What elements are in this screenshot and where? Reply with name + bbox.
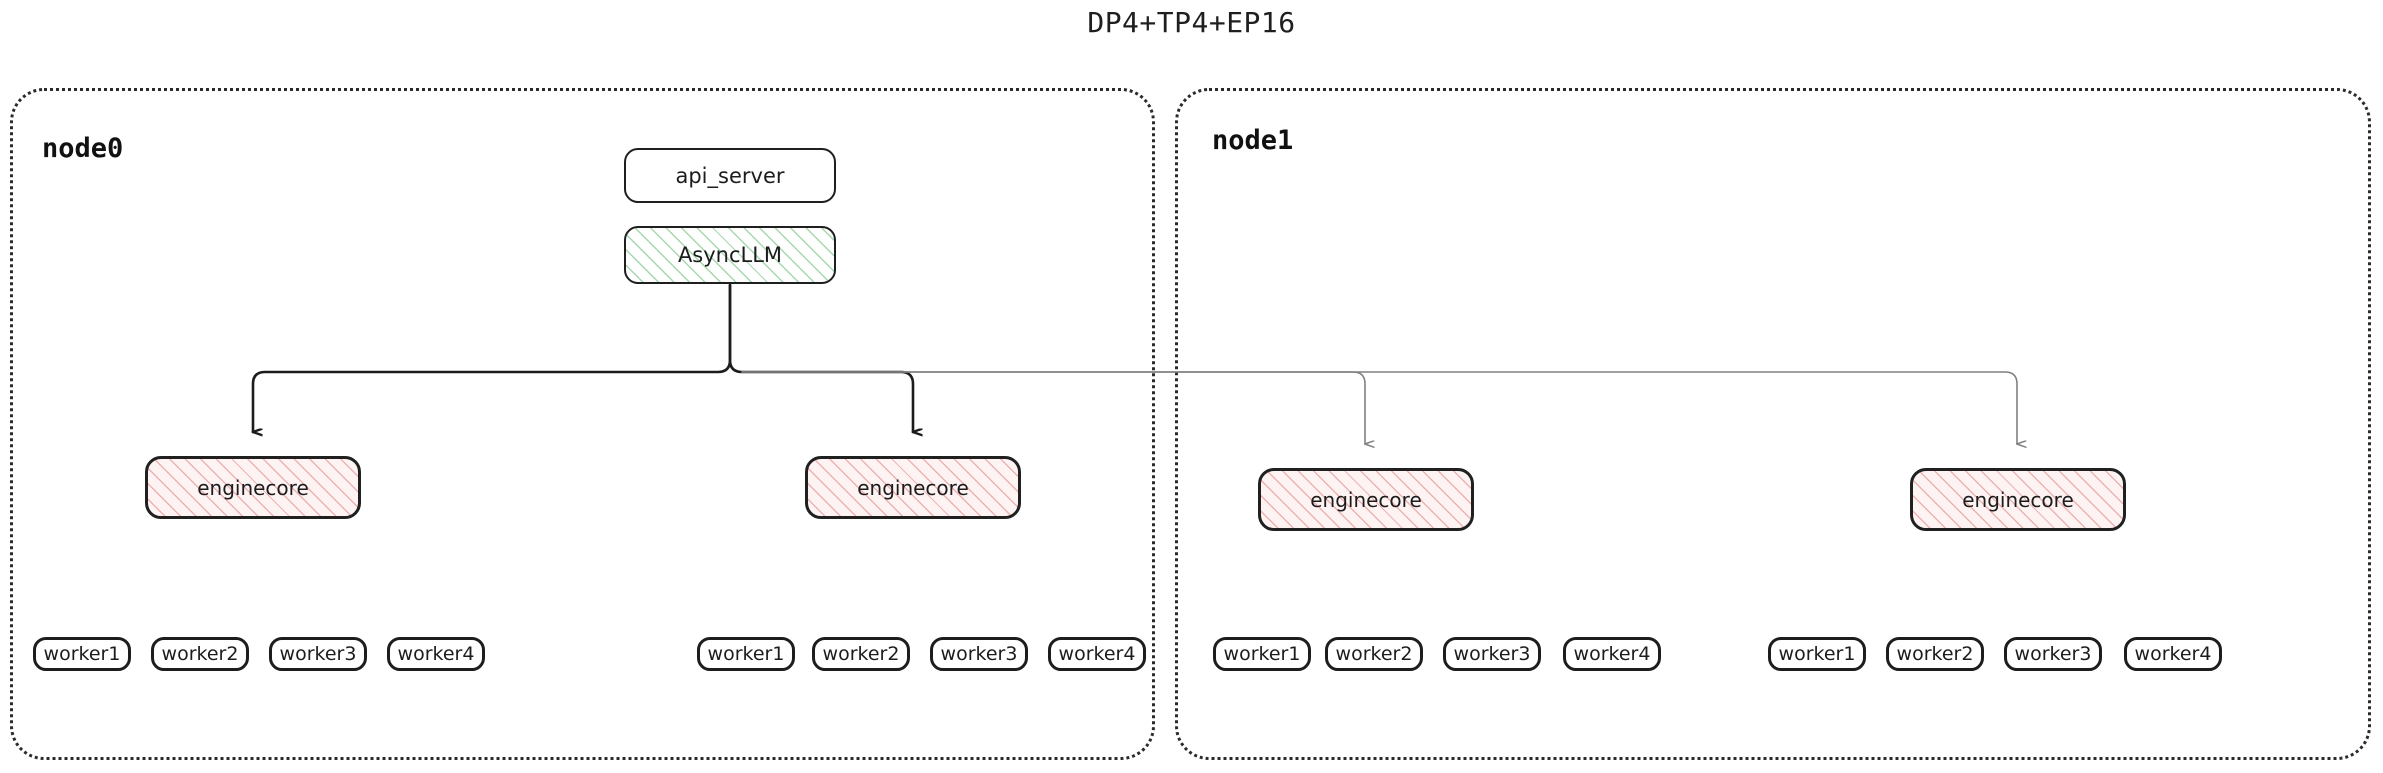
enginecore-box-node0-1[interactable]: enginecore <box>805 456 1021 519</box>
enginecore-box-node1-0[interactable]: enginecore <box>1258 468 1474 531</box>
worker-box-n1g0-w3[interactable]: worker3 <box>1443 637 1541 671</box>
worker-box-n0g0-w4[interactable]: worker4 <box>387 637 485 671</box>
worker-box-n0g0-w3[interactable]: worker3 <box>269 637 367 671</box>
worker-box-n1g0-w2[interactable]: worker2 <box>1325 637 1423 671</box>
enginecore-box-node1-1[interactable]: enginecore <box>1910 468 2126 531</box>
api-server-box[interactable]: api_server <box>624 148 836 203</box>
node-group-node0-label: node0 <box>42 133 124 164</box>
worker-box-n0g1-w1[interactable]: worker1 <box>697 637 795 671</box>
worker-box-n0g1-w3[interactable]: worker3 <box>930 637 1028 671</box>
enginecore-box-node0-0[interactable]: enginecore <box>145 456 361 519</box>
worker-box-n0g1-w4[interactable]: worker4 <box>1048 637 1146 671</box>
worker-box-n1g1-w3[interactable]: worker3 <box>2004 637 2102 671</box>
worker-box-n1g0-w4[interactable]: worker4 <box>1563 637 1661 671</box>
node-group-node1-label: node1 <box>1212 125 1294 156</box>
worker-box-n1g0-w1[interactable]: worker1 <box>1213 637 1311 671</box>
diagram-title: DP4+TP4+EP16 <box>1087 6 1296 39</box>
worker-box-n1g1-w1[interactable]: worker1 <box>1768 637 1866 671</box>
worker-box-n0g0-w1[interactable]: worker1 <box>33 637 131 671</box>
worker-box-n0g0-w2[interactable]: worker2 <box>151 637 249 671</box>
worker-box-n0g1-w2[interactable]: worker2 <box>812 637 910 671</box>
worker-box-n1g1-w2[interactable]: worker2 <box>1886 637 1984 671</box>
worker-box-n1g1-w4[interactable]: worker4 <box>2124 637 2222 671</box>
async-llm-box[interactable]: AsyncLLM <box>624 226 836 284</box>
